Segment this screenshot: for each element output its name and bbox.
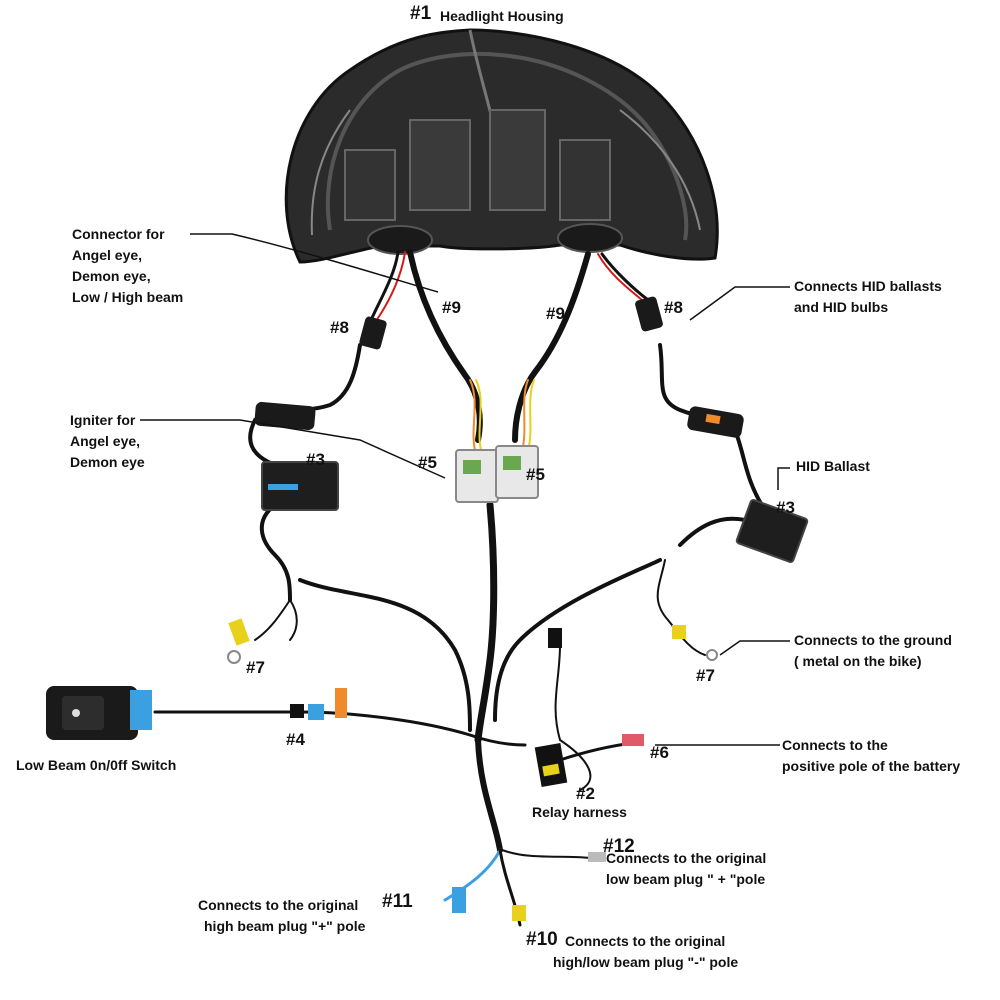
num-6: #6 (650, 743, 669, 762)
connector-label-line-1: Connector for (72, 226, 165, 242)
connector-label-line-3: Demon eye, (72, 268, 151, 284)
switch-label: Low Beam 0n/0ff Switch (16, 757, 177, 773)
ballast-right (735, 498, 809, 564)
hid-ballasts-label: Connects HID ballasts and HID bulbs (794, 276, 942, 318)
high-beam-plus-label: Connects to the original high beam plug … (198, 895, 365, 937)
headlight-housing (284, 28, 719, 264)
title-text: Headlight Housing (440, 8, 564, 24)
switch-graphic (46, 686, 152, 740)
num-8-left: #8 (330, 318, 349, 337)
num-3-left: #3 (306, 450, 325, 469)
num-8-right: #8 (664, 298, 683, 317)
minus-pole-line-2: high/low beam plug "-" pole (553, 954, 739, 970)
num-3-right: #3 (776, 498, 795, 517)
battery-label-line-2: positive pole of the battery (782, 758, 961, 774)
hid-ballasts-label-line-1: Connects HID ballasts (794, 278, 942, 294)
igniter-label-line-2: Angel eye, (70, 433, 141, 449)
connector-8-right (635, 296, 663, 332)
relay-label: Relay harness (532, 804, 627, 820)
num-2: #2 (576, 784, 595, 803)
minus-pole-line-1: Connects to the original (565, 933, 726, 949)
high-beam-plus-line-2: high beam plug "+" pole (204, 918, 366, 934)
num-7-left: #7 (246, 658, 265, 677)
connector-label-line-2: Angel eye, (72, 247, 143, 263)
igniter-label: Igniter for Angel eye, Demon eye (70, 410, 145, 473)
title-number: #1 (410, 3, 432, 24)
igniter-left (254, 401, 316, 431)
low-beam-plus-line-2: low beam plug " + "pole (606, 871, 766, 887)
hid-ballasts-label-line-2: and HID bulbs (794, 299, 889, 315)
connector-8-left (359, 316, 387, 350)
igniter-label-line-3: Demon eye (70, 454, 145, 470)
igniter-right (687, 406, 744, 438)
hid-ballast-label: HID Ballast (796, 458, 870, 474)
battery-label: Connects to the positive pole of the bat… (782, 735, 960, 777)
ground-label-line-2: ( metal on the bike) (794, 653, 922, 669)
ground-label-line-1: Connects to the ground (794, 632, 952, 648)
low-beam-plus-label: Connects to the original low beam plug "… (606, 848, 766, 890)
ballast-left (261, 461, 339, 511)
num-5-left: #5 (418, 453, 437, 472)
low-beam-plus-line-1: Connects to the original (606, 850, 767, 866)
num-5-right: #5 (526, 465, 545, 484)
connector-label: Connector for Angel eye, Demon eye, Low … (72, 224, 183, 308)
num-9-right: #9 (546, 304, 565, 323)
num-7-right: #7 (696, 666, 715, 685)
battery-label-line-1: Connects to the (782, 737, 888, 753)
minus-pole-label: Connects to the original high/low beam p… (553, 931, 738, 973)
high-beam-plus-line-1: Connects to the original (198, 897, 359, 913)
connector-label-line-4: Low / High beam (72, 289, 184, 305)
relay-boxes (455, 445, 539, 503)
num-4: #4 (286, 730, 305, 749)
num-10: #10 (526, 929, 558, 950)
num-12: #12 (603, 836, 635, 857)
num-11: #11 (382, 891, 413, 912)
igniter-label-line-1: Igniter for (70, 412, 136, 428)
ground-label: Connects to the ground ( metal on the bi… (794, 630, 952, 672)
num-9-left: #9 (442, 298, 461, 317)
terminals (227, 618, 718, 921)
